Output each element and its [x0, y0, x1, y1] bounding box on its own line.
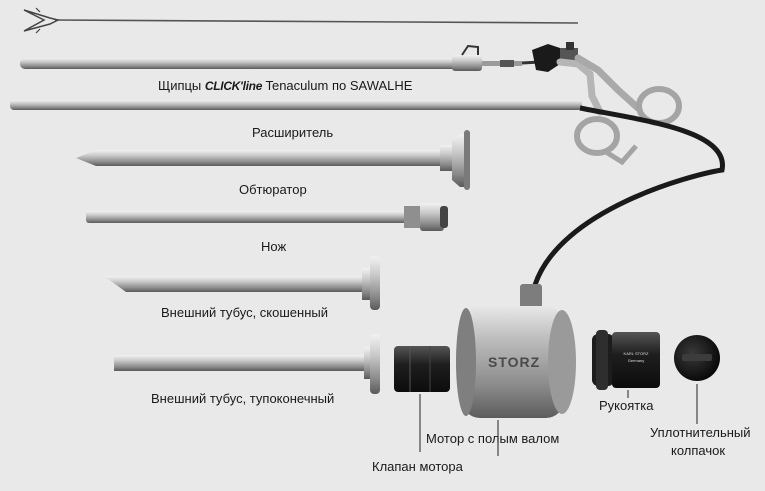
outer-tube-blunt [114, 334, 380, 394]
label-motor-valve: Клапан мотора [372, 459, 463, 474]
label-sealing-cap-line2: колпачок [671, 443, 726, 458]
tenaculum-forceps [20, 42, 682, 166]
label-forceps-prefix: Щипцы [158, 78, 205, 93]
label-sealing-cap-line1: Уплотнительный [650, 425, 751, 440]
label-outer-tube-beveled: Внешний тубус, скошенный [161, 305, 328, 320]
handle: KARL STORZ Germany [592, 330, 660, 390]
leader-lines [419, 384, 698, 456]
hollow-shaft-motor [456, 105, 725, 418]
label-obturator: Обтюратор [239, 182, 307, 197]
label-forceps: Щипцы CLICK'line Tenaculum по SAWALHE [158, 78, 412, 94]
knife [86, 203, 448, 231]
label-motor-hollow-shaft: Мотор с полым валом [426, 431, 560, 446]
outer-tube-beveled [104, 256, 380, 310]
forceps-knob [532, 42, 578, 72]
label-dilator: Расширитель [252, 125, 334, 140]
label-outer-tube-blunt: Внешний тубус, тупоконечный [151, 391, 335, 406]
motor-engraving: STORZ [488, 354, 541, 370]
dilator-rod [10, 100, 582, 110]
label-forceps-suffix: Tenaculum по SAWALHE [262, 78, 413, 93]
sealing-cap [674, 335, 720, 381]
svg-text:Germany: Germany [628, 358, 644, 363]
label-handle: Рукоятка [599, 398, 654, 413]
motor-valve [394, 346, 450, 392]
label-forceps-brand: CLICK'line [204, 79, 263, 93]
obturator [76, 130, 470, 190]
svg-text:KARL STORZ: KARL STORZ [624, 351, 649, 356]
label-knife: Нож [261, 239, 287, 254]
tenaculum-wire [23, 7, 579, 34]
